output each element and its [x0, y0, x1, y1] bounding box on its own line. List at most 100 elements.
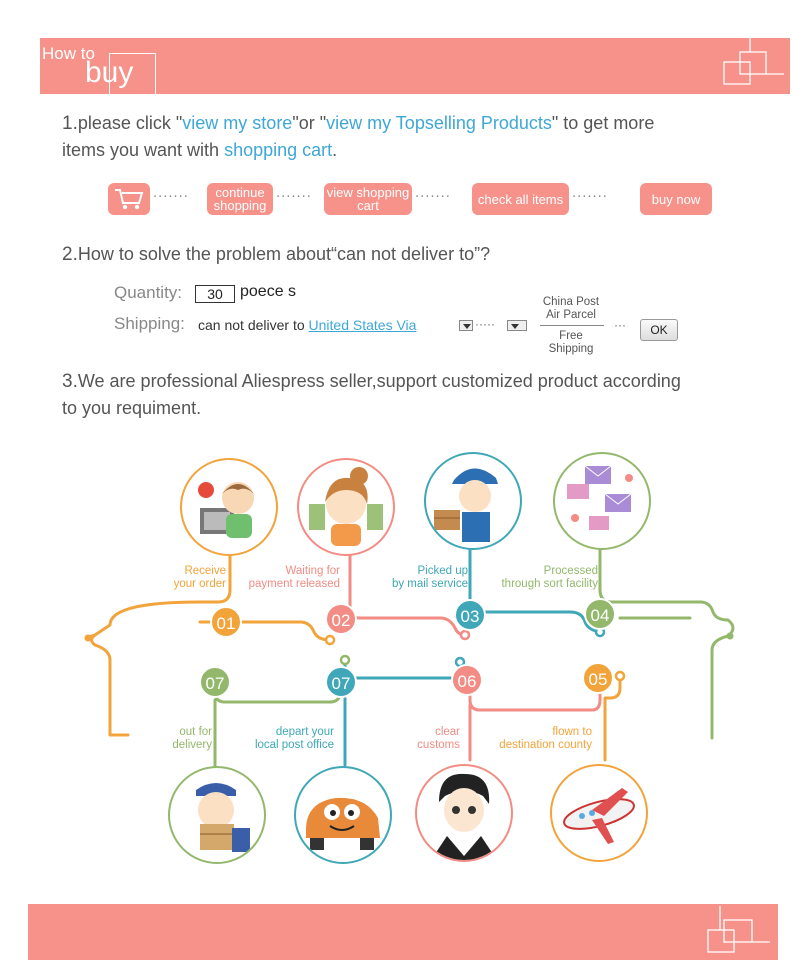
- continue-shopping-button[interactable]: continue shopping: [207, 183, 273, 215]
- shipping-method-dropdown[interactable]: [507, 320, 527, 331]
- label-line: out for: [179, 726, 212, 738]
- step1-end: .: [332, 140, 338, 160]
- view-shopping-cart-button[interactable]: view shopping cart: [324, 183, 412, 215]
- step-badge-03: 03: [454, 599, 486, 631]
- logo-how-to: How to: [42, 44, 95, 63]
- step2-question: How to solve the problem about“can not d…: [77, 244, 491, 264]
- shipping-country-link[interactable]: United States Via: [308, 317, 417, 333]
- fs-line1: Free: [559, 330, 583, 342]
- step2-text: 2.How to solve the problem about“can not…: [62, 241, 490, 268]
- step-badge-02: 02: [325, 603, 357, 635]
- flying-mail-icon: [567, 465, 633, 530]
- label-line: clear: [435, 726, 460, 738]
- step1-text: 1.please click "view my store"or "view m…: [62, 110, 782, 164]
- officer-icon: [431, 773, 497, 860]
- check-all-items-button[interactable]: check all items: [472, 183, 569, 215]
- label-line: through sort facility: [501, 578, 598, 590]
- flow-dots-1: ·······: [153, 190, 189, 205]
- flow-dots-4: ·······: [572, 190, 608, 205]
- depart-post-office-label: depart your local post office: [236, 726, 334, 752]
- label-line: payment released: [248, 578, 340, 590]
- picked-up-illustration: [424, 452, 522, 550]
- out-for-delivery-illustration: [168, 766, 266, 864]
- processed-label: Processed through sort facility: [478, 565, 598, 591]
- flow-dots-3: ·······: [415, 190, 451, 205]
- fs-line2: Shipping: [548, 343, 594, 355]
- waiting-payment-illustration: [297, 458, 395, 556]
- girl-money-icon: [309, 467, 383, 546]
- receive-order-illustration: [180, 458, 278, 556]
- logo-buy: buy: [85, 56, 134, 89]
- cart-icon: [115, 189, 144, 210]
- ship-dots-1: ·····: [475, 317, 495, 331]
- ship-dots-2: ···: [614, 318, 626, 332]
- step-badge-07-depart: 07: [325, 666, 357, 698]
- dropdown-arrow-icon[interactable]: [459, 320, 473, 331]
- flown-destination-label: flown to destination county: [478, 726, 592, 752]
- step3-line1: We are professional Aliespress seller,su…: [77, 371, 681, 391]
- square-deco-icon: [723, 38, 784, 85]
- step2-number: 2.: [62, 244, 78, 265]
- label-line: destination county: [499, 739, 592, 751]
- step-badge-01: 01: [210, 606, 242, 638]
- label-line: Processed: [543, 565, 598, 577]
- step3-line2: to you requiment.: [62, 398, 202, 418]
- person-computer-icon: [198, 482, 254, 538]
- flown-destination-illustration: [550, 764, 648, 862]
- cp-line1: China Post: [542, 296, 600, 308]
- label-line: by mail service: [391, 578, 468, 590]
- step-badge-05: 05: [582, 662, 614, 694]
- step3-number: 3.: [62, 371, 78, 392]
- label-line: your order: [173, 578, 226, 590]
- view-my-store-link[interactable]: view my store: [182, 113, 293, 133]
- shopping-cart-link[interactable]: shopping cart: [224, 140, 333, 160]
- step-badge-06: 06: [451, 664, 483, 696]
- cart-button[interactable]: [108, 183, 150, 215]
- clear-customs-illustration: [415, 764, 513, 862]
- quantity-input[interactable]: 30: [195, 285, 235, 303]
- ok-button[interactable]: OK: [640, 319, 678, 341]
- label-line: Receive: [184, 565, 226, 577]
- car-icon: [306, 797, 380, 850]
- label-line: local post office: [254, 739, 334, 751]
- step1-post: " to get more: [551, 113, 655, 133]
- processed-illustration: [553, 452, 651, 550]
- free-shipping-label: Free Shipping: [530, 330, 612, 356]
- label-line: flown to: [552, 726, 592, 738]
- shipping-pre: can not deliver to: [198, 317, 309, 333]
- label-line: customs: [417, 739, 460, 751]
- picked-up-label: Picked up by mail service: [368, 565, 468, 591]
- step-badge-04: 04: [584, 598, 616, 630]
- china-post-label: China Post Air Parcel: [530, 296, 612, 322]
- courier-box-icon: [196, 783, 250, 852]
- clear-customs-label: clear customs: [400, 726, 460, 752]
- label-line: Picked up: [417, 565, 468, 577]
- step-badge-07-delivery: 07: [199, 666, 231, 698]
- quantity-label: Quantity:: [114, 283, 183, 302]
- step1-mid: "or ": [292, 113, 327, 133]
- cp-line2: Air Parcel: [546, 309, 596, 321]
- header-banner: How to buy: [40, 38, 790, 97]
- step3-text: 3.We are professional Aliespress seller,…: [62, 368, 792, 422]
- airplane-icon: [563, 788, 635, 844]
- depart-post-office-illustration: [294, 766, 392, 864]
- mailman-box-icon: [434, 468, 498, 542]
- buy-now-button[interactable]: buy now: [640, 183, 712, 215]
- receive-order-label: Receive your order: [148, 565, 226, 591]
- shipping-text: can not deliver to United States Via: [198, 317, 416, 333]
- label-line: depart your: [275, 726, 334, 738]
- waiting-payment-label: Waiting for payment released: [232, 565, 340, 591]
- footer-banner: [28, 904, 778, 960]
- view-topselling-link[interactable]: view my Topselling Products: [326, 113, 552, 133]
- divider: [540, 325, 604, 326]
- logo-frame: [109, 53, 156, 97]
- label-line: Waiting for: [285, 565, 340, 577]
- step1-number: 1.: [62, 113, 78, 134]
- flow-dots-2: ·······: [276, 190, 312, 205]
- square-deco-icon: [707, 906, 770, 953]
- shipping-label: Shipping:: [114, 314, 185, 333]
- step1-pre: please click ": [77, 113, 183, 133]
- label-line: delivery: [172, 739, 212, 751]
- out-for-delivery-label: out for delivery: [150, 726, 212, 752]
